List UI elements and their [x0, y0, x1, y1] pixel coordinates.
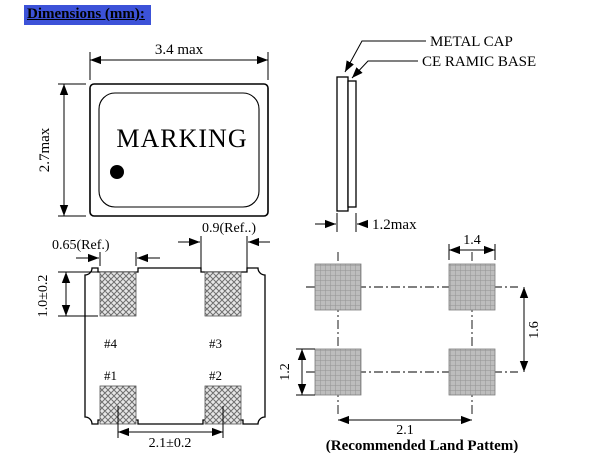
dim-land-row-pitch-label: 1.6: [527, 321, 542, 339]
land-pad-top-right: [448, 263, 496, 311]
pin1-index-dot: [110, 165, 124, 179]
page-title: Dimensions (mm):: [24, 5, 151, 25]
dim-land-pad-width-label: 1.4: [463, 233, 481, 248]
ceramic-base-label: CE RAMIC BASE: [422, 54, 536, 70]
land-pad-grid: [314, 348, 362, 396]
package-outline: [89, 83, 269, 217]
dim-land-col-pitch-label: 2.1: [396, 423, 414, 438]
pad-3-label: #3: [209, 336, 222, 351]
dim-pad-pitch-label: 2.1±0.2: [149, 436, 192, 451]
dim-top-width: [89, 52, 269, 80]
dim-pad-height: [58, 271, 98, 317]
dim-top-height-label: 2.7max: [37, 127, 53, 172]
marking-text: MARKING: [116, 124, 247, 153]
dim-pad-height-label: 1.0±0.2: [36, 275, 51, 318]
dim-land-pad-width: [448, 244, 496, 260]
dim-top-height: [58, 83, 86, 217]
dim-thickness: [315, 213, 368, 232]
dim-land-pad-height-label: 1.2: [278, 363, 293, 381]
land-pad-grid: [314, 263, 362, 311]
land-pattern: 1.4 1.6 1.2 2.1 (Recommended Land Pattem…: [278, 233, 542, 454]
land-pad-grid: [448, 263, 496, 311]
dim-top-width-label: 3.4 max: [155, 42, 204, 58]
pad-1-label: #1: [104, 368, 117, 383]
side-view: METAL CAP CE RAMIC BASE 1.2max: [315, 34, 536, 233]
dim-pad-width: [76, 252, 160, 266]
ceramic-base-profile: [347, 80, 357, 208]
pad-3: [204, 271, 242, 317]
metal-cap-profile: [336, 76, 349, 212]
package-lid-outline: [98, 92, 260, 208]
top-view: MARKING 3.4 max 2.7max: [37, 42, 269, 217]
dim-notch-width: [178, 236, 270, 268]
land-pad-grid: [448, 348, 496, 396]
dim-notch-width-label: 0.9(Ref..): [202, 221, 256, 236]
dim-pad-width-label: 0.65(Ref.): [52, 238, 110, 253]
dim-thickness-label: 1.2max: [372, 217, 417, 233]
dim-land-pad-height: [296, 348, 315, 396]
pad-4: [99, 271, 137, 317]
land-pad-bottom-right: [448, 348, 496, 396]
bottom-view: #4 #3 #1 #2 0.65(Ref.) 0.9(Ref..): [36, 221, 270, 451]
ceramic-base-leader: [351, 60, 418, 79]
land-pad-bottom-left: [314, 348, 362, 396]
metal-cap-leader: [344, 40, 426, 73]
pad-4-label: #4: [104, 336, 118, 351]
land-pattern-caption: (Recommended Land Pattem): [326, 438, 518, 454]
pad-2-label: #2: [209, 368, 222, 383]
dim-pad-pitch: [117, 406, 224, 438]
land-pad-top-left: [314, 263, 362, 311]
metal-cap-label: METAL CAP: [430, 34, 513, 50]
